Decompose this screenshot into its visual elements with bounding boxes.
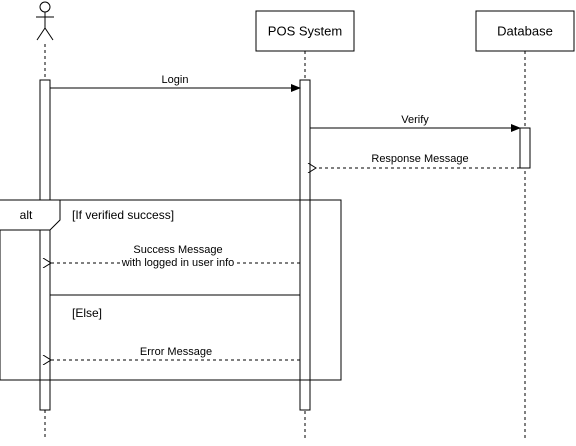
actor-activation-bar — [39, 79, 51, 411]
message-error: Error Message — [51, 346, 300, 360]
participant-pos-system: POS System — [255, 10, 355, 52]
actor-participant — [36, 1, 54, 41]
participant-database-label: Database — [497, 24, 553, 39]
actor-icon — [36, 1, 54, 41]
message-success-label-line2: with logged in user info — [121, 257, 235, 269]
message-error-label: Error Message — [140, 346, 212, 358]
message-success-label-line1: Success Message — [133, 244, 222, 256]
database-activation-bar — [519, 127, 531, 169]
message-response: Response Message — [316, 153, 520, 168]
message-verify-label: Verify — [401, 114, 429, 126]
alt-frame-tab — [0, 199, 61, 231]
pos-system-activation-bar — [299, 79, 311, 411]
message-response-label: Response Message — [371, 153, 468, 165]
message-login-label: Login — [162, 74, 189, 86]
alt-guard-else: [Else] — [72, 306, 102, 320]
participant-database: Database — [475, 10, 575, 52]
message-success: Success Message with logged in user info — [51, 244, 300, 269]
message-verify: Verify — [310, 114, 521, 132]
message-login: Login — [50, 74, 301, 92]
alt-guard-if: [If verified success] — [72, 208, 174, 222]
alt-frame: alt [If verified success] [Else] — [0, 199, 342, 381]
participant-pos-system-label: POS System — [268, 24, 342, 39]
alt-operator-label: alt — [20, 208, 33, 222]
